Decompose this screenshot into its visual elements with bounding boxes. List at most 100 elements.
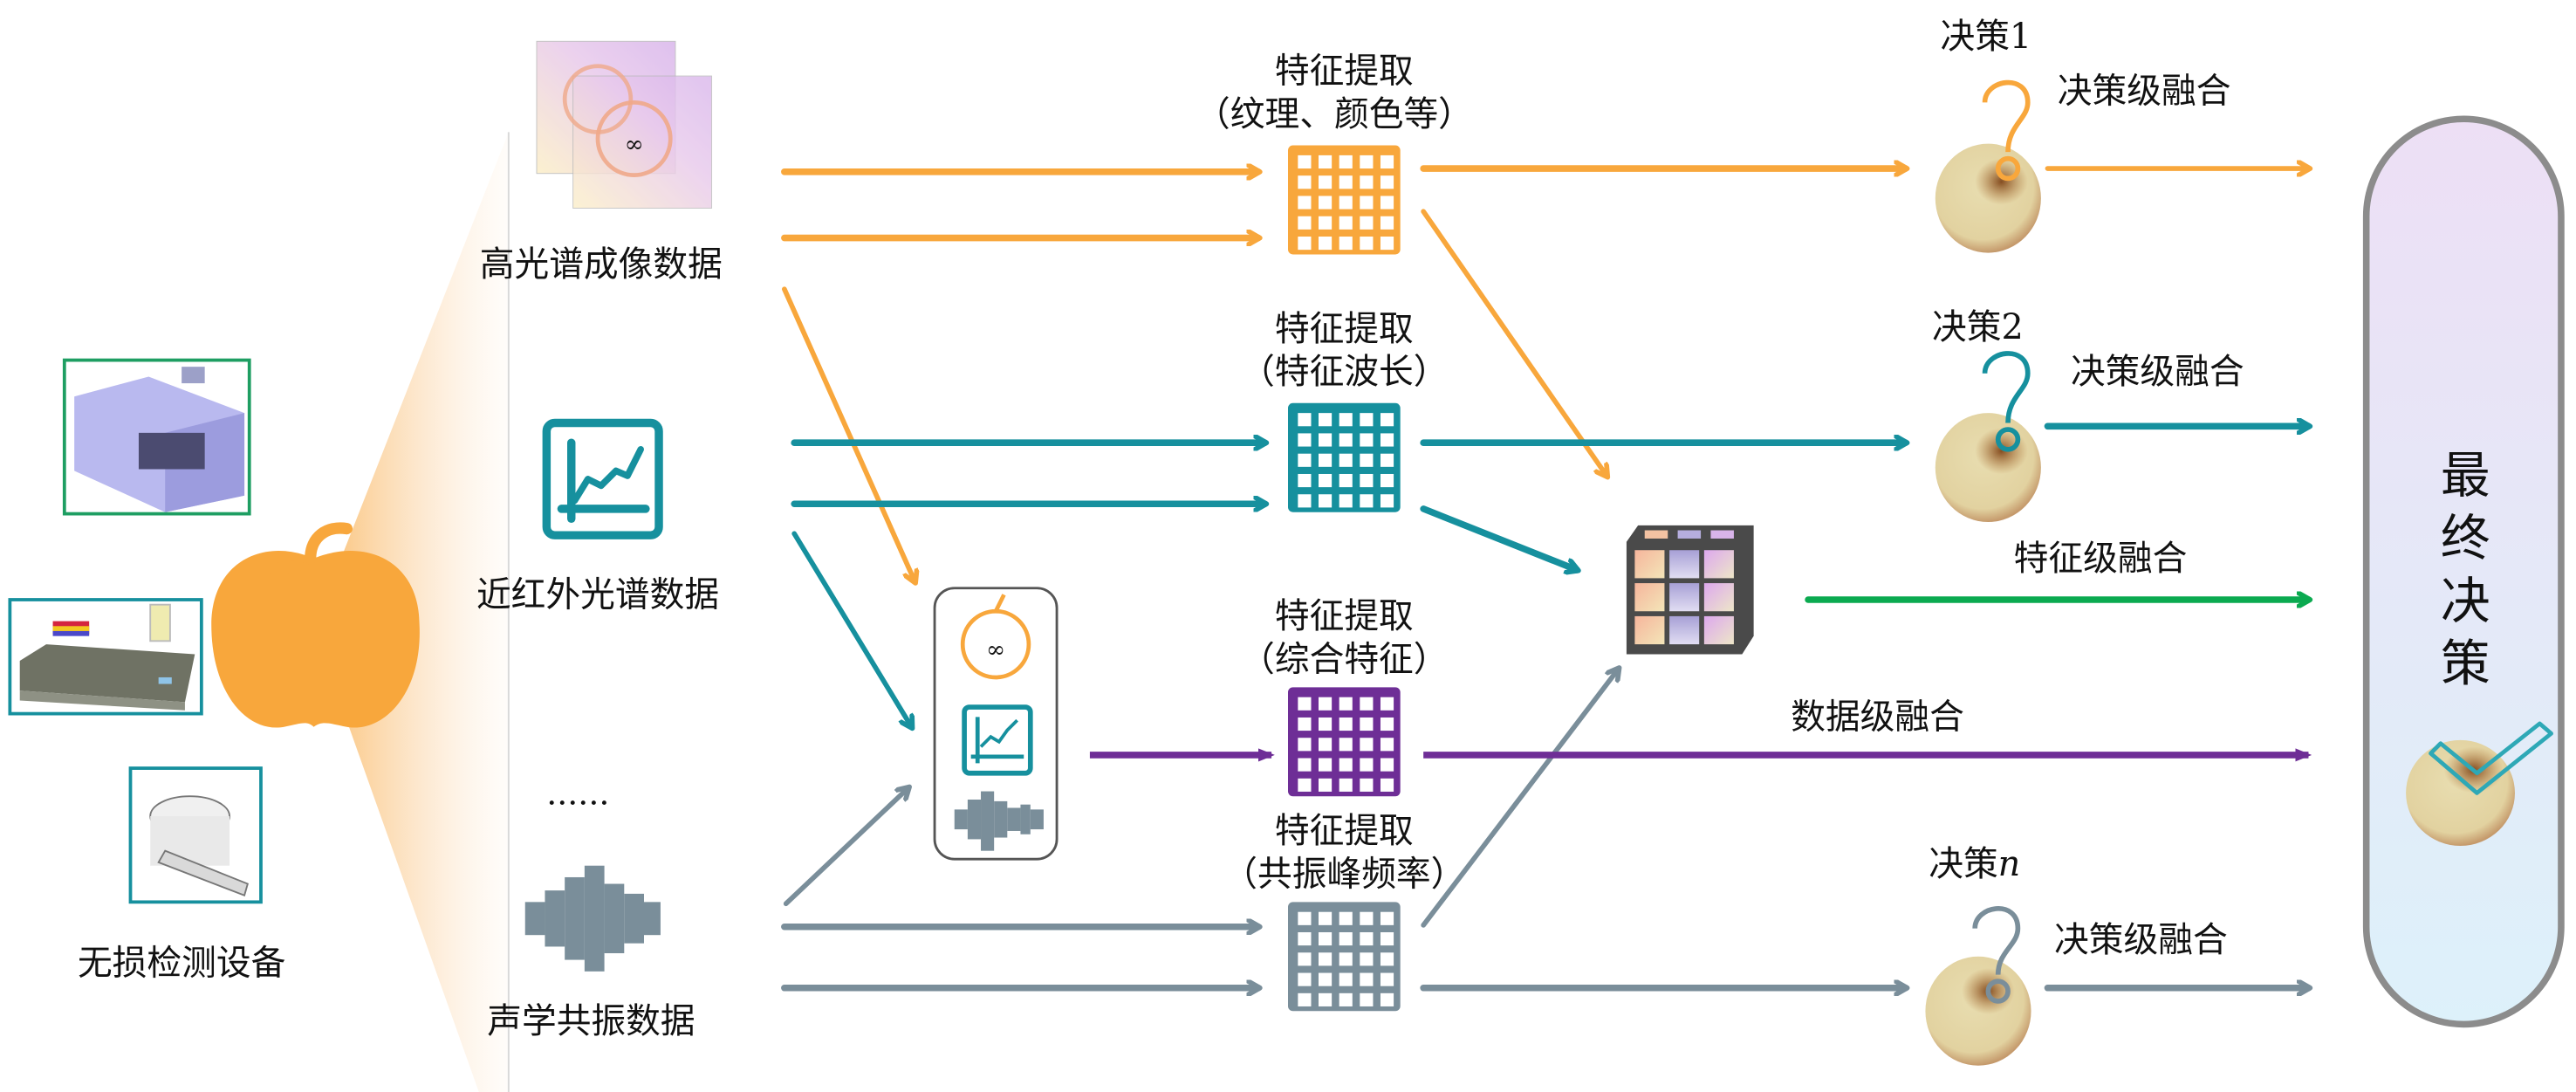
grid-cell bbox=[1380, 952, 1394, 966]
grid-cell bbox=[1380, 778, 1394, 792]
grid-cell bbox=[1319, 453, 1333, 467]
grid-cell bbox=[1339, 216, 1353, 230]
grid-cell bbox=[1319, 717, 1333, 731]
final-char-2: 终 bbox=[2441, 510, 2490, 567]
grid-cell bbox=[1339, 931, 1353, 946]
question-mark-icon bbox=[1972, 906, 2021, 975]
feature-grid-combined bbox=[1288, 687, 1401, 797]
grid-cell bbox=[1319, 697, 1333, 711]
grid-cell bbox=[1319, 216, 1333, 230]
grid-cell bbox=[1380, 175, 1394, 189]
feature-grid-resonance bbox=[1288, 902, 1401, 1012]
question-mark-icon bbox=[1982, 79, 2031, 153]
line-chart-icon bbox=[542, 418, 663, 539]
grid-cell bbox=[1298, 216, 1312, 230]
grid-cell bbox=[1339, 758, 1353, 772]
grid-cell bbox=[1298, 952, 1312, 966]
grid-cell bbox=[1360, 413, 1374, 427]
grid-cell bbox=[1339, 453, 1353, 467]
fe4-title: 特征提取 bbox=[1275, 811, 1414, 851]
grid-cell bbox=[1298, 911, 1312, 925]
apple-icon bbox=[211, 522, 420, 728]
grid-cell bbox=[1319, 778, 1333, 792]
device-nir-spectrometer bbox=[8, 598, 203, 716]
grid-cell bbox=[1298, 433, 1312, 447]
mini-line-chart-icon bbox=[962, 704, 1033, 776]
grid-cell bbox=[1339, 697, 1353, 711]
grid-cell bbox=[1380, 473, 1394, 488]
grid-cell bbox=[1380, 717, 1394, 731]
grid-cell bbox=[1319, 952, 1333, 966]
grid-cell bbox=[1319, 175, 1333, 189]
grid-cell bbox=[1360, 473, 1374, 488]
grid-cell bbox=[1339, 972, 1353, 986]
decision-n bbox=[1925, 906, 2031, 1066]
grid-cell bbox=[1298, 717, 1312, 731]
grid-cell bbox=[1298, 237, 1312, 251]
grid-cell bbox=[1360, 911, 1374, 925]
question-mark-icon bbox=[1982, 351, 2031, 423]
checkmark-icon bbox=[2429, 721, 2553, 795]
grid-cell bbox=[1360, 494, 1374, 508]
grid-cell bbox=[1298, 738, 1312, 752]
grid-cell bbox=[1360, 155, 1374, 169]
grid-cell bbox=[1298, 758, 1312, 772]
grid-cell bbox=[1380, 697, 1394, 711]
sound-wave-icon bbox=[524, 865, 661, 972]
final-char-4: 策 bbox=[2441, 635, 2490, 693]
grid-cell bbox=[1360, 952, 1374, 966]
feature-fusion-cube bbox=[1626, 525, 1754, 655]
grid-cell bbox=[1380, 155, 1394, 169]
source-ellipsis: ...... bbox=[546, 774, 609, 813]
devices-label: 无损检测设备 bbox=[78, 944, 285, 984]
grid-cell bbox=[1298, 972, 1312, 986]
grid-cell bbox=[1298, 175, 1312, 189]
data-fusion-label: 数据级融合 bbox=[1791, 697, 1964, 738]
decision-n-label: 决策n bbox=[1929, 844, 2020, 884]
feature-grid-texture-color bbox=[1288, 145, 1401, 255]
grid-cell bbox=[1339, 911, 1353, 925]
grid-cell bbox=[1339, 196, 1353, 209]
grid-cell bbox=[1319, 196, 1333, 209]
decision-2-label: 决策2 bbox=[1932, 307, 2024, 347]
grid-cell bbox=[1319, 992, 1333, 1006]
hsi-flow-arrows bbox=[781, 168, 2309, 581]
grid-cell bbox=[1360, 433, 1374, 447]
apple-outline-icon: ∞ bbox=[960, 594, 1031, 680]
grid-cell bbox=[1380, 931, 1394, 946]
source-label-hsi: 高光谱成像数据 bbox=[480, 244, 723, 285]
grid-cell bbox=[1380, 216, 1394, 230]
grid-cell bbox=[1319, 911, 1333, 925]
grid-cell bbox=[1360, 717, 1374, 731]
fe2-title: 特征提取 bbox=[1275, 309, 1414, 349]
decision-1 bbox=[1935, 79, 2041, 253]
grid-cell bbox=[1360, 453, 1374, 467]
apple-slices-image-icon: ∞ bbox=[536, 40, 713, 209]
grid-cell bbox=[1380, 992, 1394, 1006]
grid-cell bbox=[1298, 413, 1312, 427]
grid-cell bbox=[1298, 453, 1312, 467]
grid-cell bbox=[1298, 494, 1312, 508]
fe3-title: 特征提取 bbox=[1275, 596, 1414, 636]
grid-cell bbox=[1319, 413, 1333, 427]
grid-cell bbox=[1319, 473, 1333, 488]
grid-cell bbox=[1360, 778, 1374, 792]
grid-cell bbox=[1360, 237, 1374, 251]
final-char-1: 最 bbox=[2441, 447, 2490, 505]
grid-cell bbox=[1380, 738, 1394, 752]
device-nmr-analyzer bbox=[128, 766, 263, 904]
feature-grid-wavelength bbox=[1288, 402, 1401, 512]
grid-cell bbox=[1380, 972, 1394, 986]
grid-cell bbox=[1298, 992, 1312, 1006]
nir-flow-arrows bbox=[791, 426, 2308, 726]
grid-cell bbox=[1319, 738, 1333, 752]
grid-cell bbox=[1339, 494, 1353, 508]
grid-cell bbox=[1319, 433, 1333, 447]
arrow-hsi-to-combined bbox=[782, 286, 915, 581]
grid-cell bbox=[1339, 413, 1353, 427]
grid-cell bbox=[1298, 778, 1312, 792]
arrow-fe4-to-cube bbox=[1421, 669, 1618, 928]
grid-cell bbox=[1298, 931, 1312, 946]
grid-cell bbox=[1339, 952, 1353, 966]
